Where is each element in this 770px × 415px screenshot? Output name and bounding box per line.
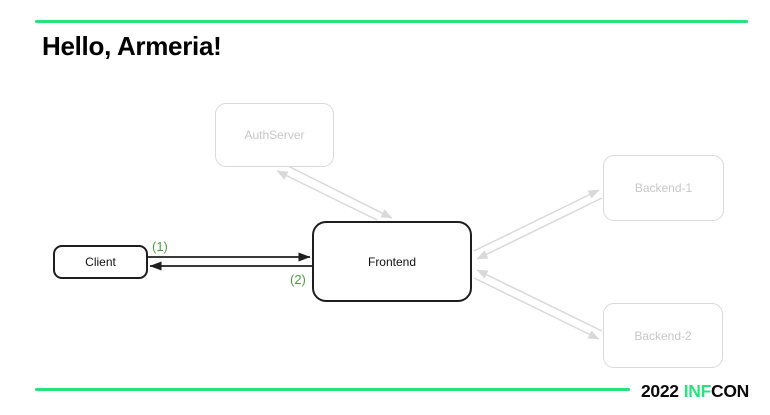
logo-year: 2022	[641, 381, 679, 401]
node-client-label: Client	[85, 255, 116, 269]
top-accent-rule	[35, 20, 748, 23]
node-auth-server: AuthServer	[215, 103, 334, 167]
node-auth-server-label: AuthServer	[244, 128, 305, 142]
edge-frontend-backend-1	[473, 189, 603, 260]
logo-brand-highlight: INF	[683, 381, 712, 401]
edge-label-response: (2)	[290, 272, 306, 287]
node-backend-1-label: Backend-1	[634, 181, 693, 195]
edge-label-request: (1)	[152, 239, 168, 254]
slide-title: Hello, Armeria!	[42, 31, 222, 61]
bottom-accent-rule	[35, 388, 630, 391]
edge-frontend-backend-2	[473, 269, 603, 340]
edge-client-frontend	[148, 252, 312, 271]
node-backend-1: Backend-1	[603, 155, 724, 221]
node-frontend-label: Frontend	[367, 254, 417, 269]
edge-frontend-authserver	[276, 165, 393, 221]
node-client: Client	[53, 245, 148, 279]
logo-brand-rest: CON	[711, 381, 750, 401]
node-frontend: Frontend	[312, 221, 472, 302]
node-backend-2: Backend-2	[603, 303, 723, 368]
node-backend-2-label: Backend-2	[634, 328, 692, 343]
